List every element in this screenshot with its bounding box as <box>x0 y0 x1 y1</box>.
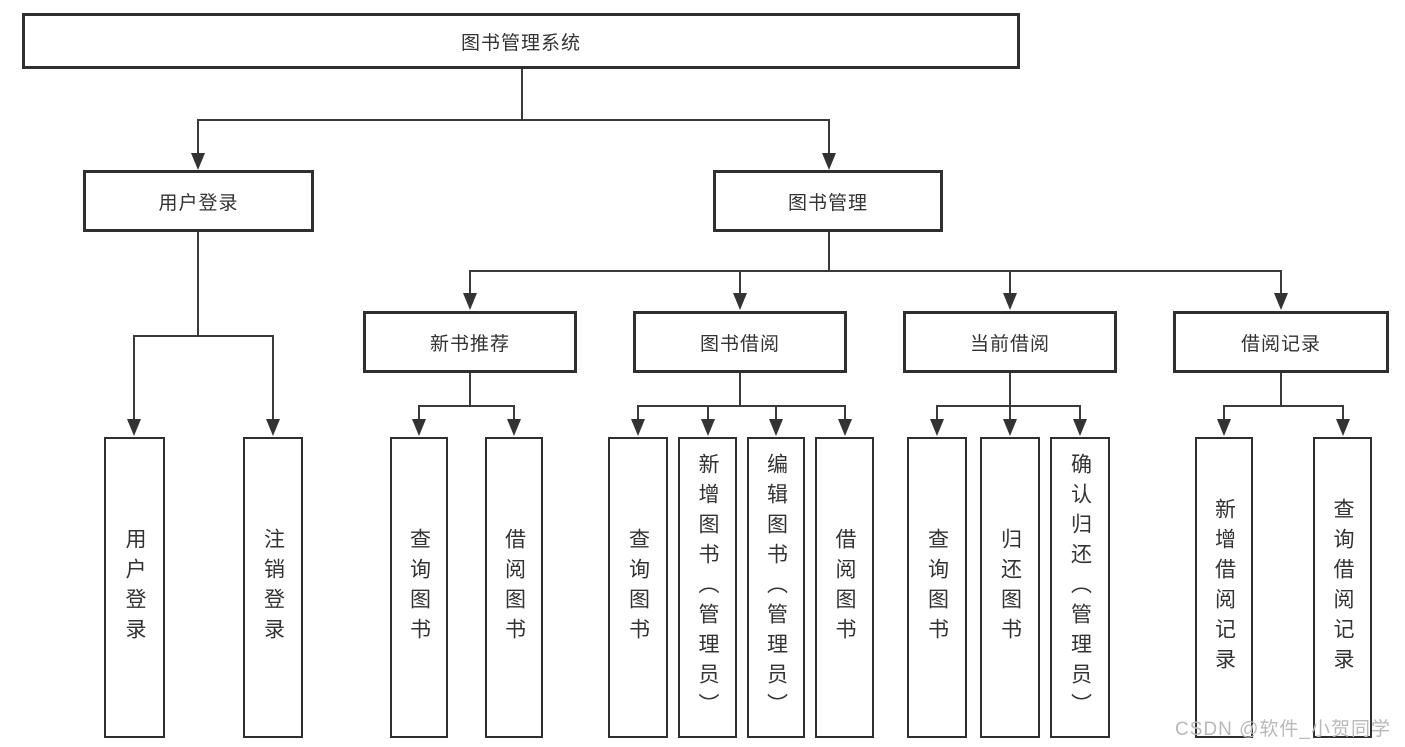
leaf-label: 新增借阅记录 <box>1212 497 1236 678</box>
leaf-label: 用户登录 <box>123 527 146 648</box>
node-leaf-bb-query-book: 查询图书 <box>608 437 668 738</box>
node-leaf-logout-action: 注销登录 <box>243 437 303 738</box>
leaf-label: 新增图书（管理员） <box>696 452 719 723</box>
node-leaf-bb-edit-book: 编辑图书（管理员） <box>747 437 805 738</box>
node-root: 图书管理系统 <box>22 13 1020 69</box>
node-leaf-bb-borrow-book: 借阅图书 <box>815 437 874 738</box>
node-user-login: 用户登录 <box>83 170 314 232</box>
leaf-label: 归还图书 <box>998 527 1022 648</box>
leaf-label: 查询图书 <box>925 527 949 648</box>
leaf-label: 查询图书 <box>626 527 650 648</box>
leaf-label: 借阅图书 <box>502 527 526 648</box>
leaf-label: 查询借阅记录 <box>1331 497 1354 678</box>
node-user-login-label: 用户登录 <box>158 192 239 214</box>
node-book-borrow: 图书借阅 <box>633 311 847 373</box>
node-leaf-cb-query-book: 查询图书 <box>907 437 967 738</box>
csdn-watermark: CSDN @软件_小贺同学 <box>1175 719 1391 740</box>
node-leaf-rec-query-book: 查询图书 <box>390 437 448 738</box>
node-leaf-br-query-record: 查询借阅记录 <box>1313 437 1372 738</box>
node-borrow-records: 借阅记录 <box>1173 311 1389 373</box>
node-current-borrow-label: 当前借阅 <box>969 333 1050 355</box>
node-leaf-br-add-record: 新增借阅记录 <box>1195 437 1253 738</box>
node-book-borrow-label: 图书借阅 <box>699 333 780 355</box>
node-leaf-cb-return-book: 归还图书 <box>980 437 1040 738</box>
leaf-label: 确认归还（管理员） <box>1068 452 1092 723</box>
node-root-label: 图书管理系统 <box>460 32 581 54</box>
node-leaf-cb-confirm-return: 确认归还（管理员） <box>1050 437 1110 738</box>
node-new-book-recommend: 新书推荐 <box>363 311 577 373</box>
leaf-label: 注销登录 <box>261 527 285 648</box>
node-book-management-label: 图书管理 <box>787 192 868 214</box>
leaf-label: 查询图书 <box>407 527 431 648</box>
leaf-label: 借阅图书 <box>833 527 856 648</box>
leaf-label: 编辑图书（管理员） <box>764 452 788 723</box>
node-current-borrow: 当前借阅 <box>903 311 1117 373</box>
node-leaf-user-login-action: 用户登录 <box>104 437 165 738</box>
node-leaf-bb-add-book: 新增图书（管理员） <box>678 437 737 738</box>
node-book-management: 图书管理 <box>713 170 943 232</box>
node-leaf-rec-borrow-book: 借阅图书 <box>485 437 543 738</box>
node-borrow-records-label: 借阅记录 <box>1240 333 1321 355</box>
node-new-book-recommend-label: 新书推荐 <box>429 333 510 355</box>
